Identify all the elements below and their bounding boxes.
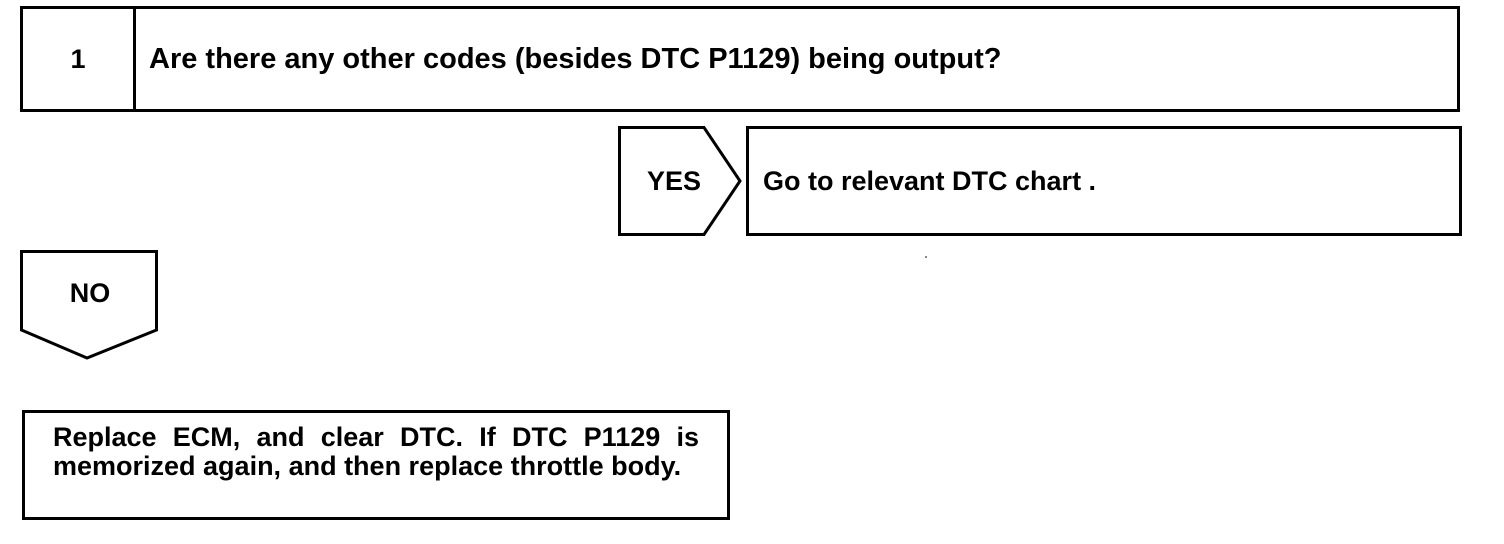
yes-arrow-shape	[618, 126, 742, 236]
yes-label: YES	[646, 165, 702, 196]
no-arrow-shape	[20, 250, 158, 360]
yes-result-text: Go to relevant DTC chart .	[763, 165, 1097, 196]
no-label: NO	[69, 277, 111, 308]
step-number: 1	[23, 9, 136, 109]
action-box: Replace ECM, and clear DTC. If DTC P1129…	[22, 410, 730, 520]
step-box: 1 Are there any other codes (besides DTC…	[20, 6, 1460, 112]
step-question: Are there any other codes (besides DTC P…	[149, 42, 1002, 75]
yes-result-box: Go to relevant DTC chart .	[746, 126, 1462, 236]
scan-speck	[925, 256, 927, 258]
action-text: Replace ECM, and clear DTC. If DTC P1129…	[53, 422, 699, 481]
